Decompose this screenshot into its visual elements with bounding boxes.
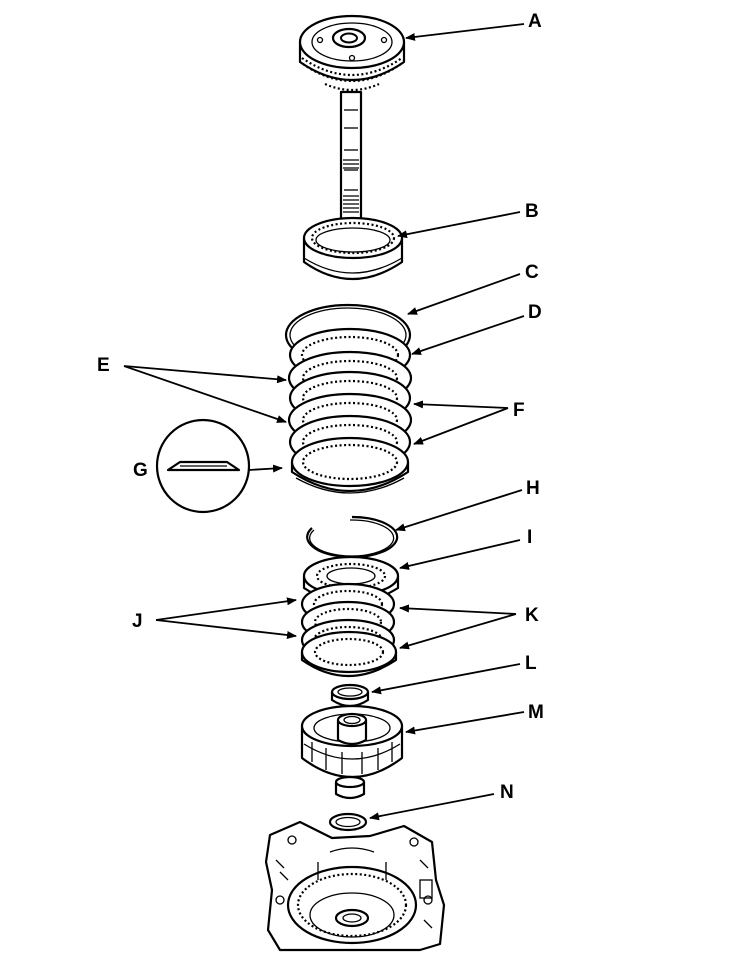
- part-g-dished-plate: [290, 436, 410, 494]
- part-l-thrust-washer: [330, 683, 370, 708]
- callout-i: I: [527, 527, 532, 548]
- callout-n: N: [500, 782, 514, 803]
- callout-c: C: [525, 262, 539, 283]
- detail-g-magnifier: [155, 418, 251, 514]
- callout-a: A: [528, 11, 542, 32]
- callout-k: K: [525, 605, 539, 626]
- callout-l: L: [525, 653, 537, 674]
- callout-e: E: [97, 355, 110, 376]
- part-a-gear-shaft: [298, 14, 406, 234]
- callout-h: H: [526, 478, 540, 499]
- leader-lines: [123, 23, 525, 821]
- callout-j: J: [132, 611, 143, 632]
- part-j-k-clutch-discs-plates: [300, 582, 398, 677]
- callout-d: D: [528, 302, 542, 323]
- transmission-housing: [264, 820, 446, 952]
- part-h-snap-ring: [306, 515, 399, 559]
- callout-f: F: [513, 400, 525, 421]
- part-m-clutch-drum: [300, 704, 404, 778]
- callout-g: G: [133, 460, 148, 481]
- callout-b: B: [525, 201, 539, 222]
- part-b-ring-gear: [302, 216, 404, 280]
- bushing: [334, 775, 366, 800]
- callout-m: M: [528, 702, 544, 723]
- part-n-seal-ring: [328, 812, 368, 832]
